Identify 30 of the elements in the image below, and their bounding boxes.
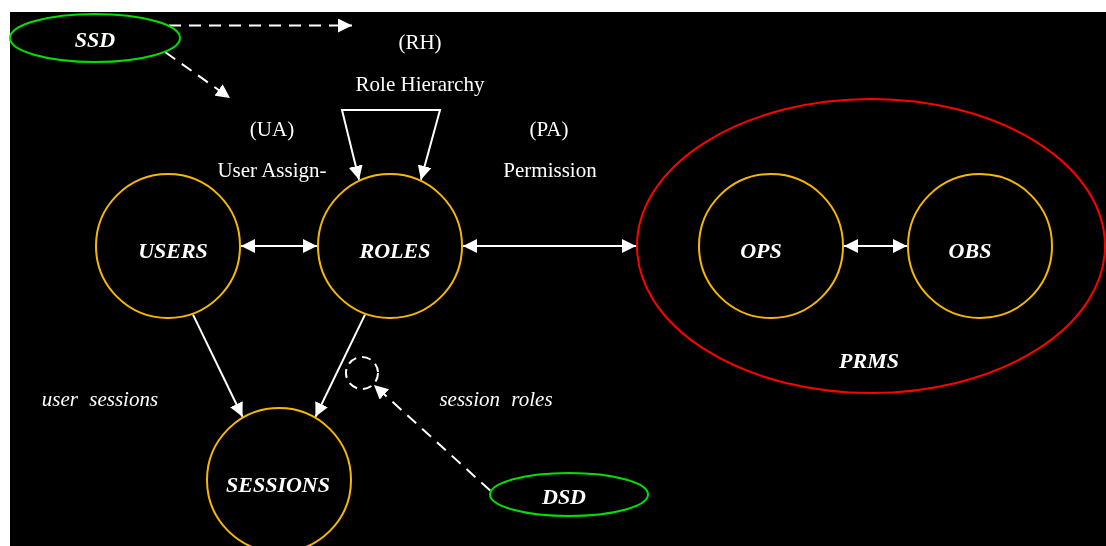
relation-label: session roles: [439, 388, 553, 410]
annotation-text: (UA): [249, 118, 295, 140]
dashed-arrow: [164, 51, 231, 99]
node-label: OBS: [948, 240, 992, 262]
annotation-text: Role Hierarchy: [355, 73, 485, 95]
annotation-text: (PA): [529, 118, 569, 140]
arrow: [340, 109, 442, 181]
arrow: [314, 313, 366, 418]
node-label: USERS: [138, 240, 208, 262]
node-label: OPS: [740, 240, 782, 262]
dashed-circle: [345, 356, 379, 390]
node-label: DSD: [542, 486, 586, 508]
arrow: [192, 313, 244, 418]
node-label: ROLES: [359, 240, 431, 262]
arrow: [240, 239, 318, 253]
arrow: [462, 239, 637, 253]
arrow: [843, 239, 908, 253]
node-label: SSD: [74, 29, 116, 51]
relation-label: user sessions: [41, 388, 159, 410]
ellipse-node: [636, 98, 1106, 394]
ellipse-node: [489, 472, 649, 517]
ellipse-node: [9, 13, 181, 63]
annotation-text: User Assign-: [217, 159, 327, 181]
dashed-arrow: [373, 384, 492, 492]
annotation-text: Permission: [503, 159, 597, 181]
annotation-text: (RH): [398, 31, 442, 53]
node-label: SESSIONS: [226, 474, 330, 496]
node-label: PRMS: [839, 350, 899, 372]
circle-node: [698, 173, 844, 319]
circle-node: [907, 173, 1053, 319]
